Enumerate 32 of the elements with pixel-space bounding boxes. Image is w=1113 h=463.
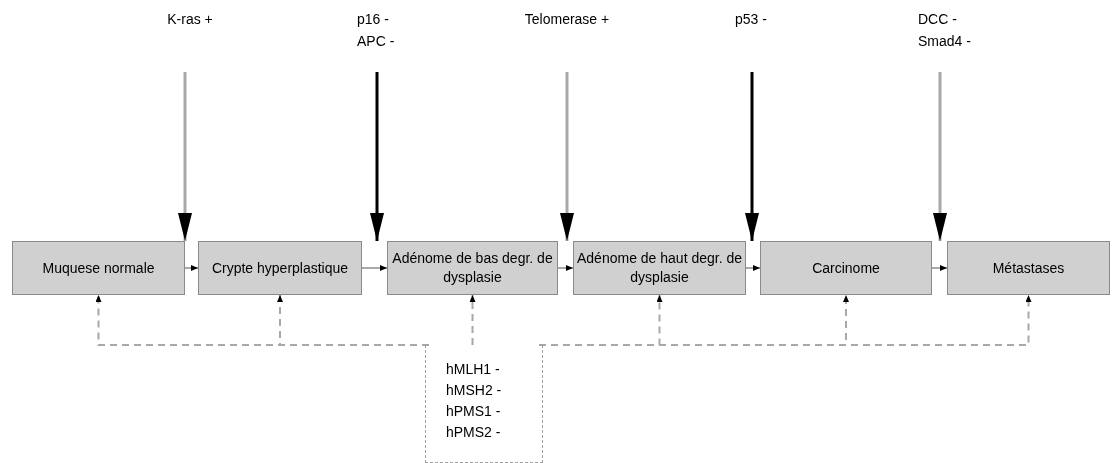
arrow [178,72,192,241]
stage-box [947,241,1110,295]
stage-text: Métastases [992,258,1065,278]
dashed-arrow [538,294,1032,346]
stage-text: Crypte hyperplastique [211,258,349,278]
arrow [184,265,199,271]
stage-text: Carcinome [812,258,880,278]
arrow [370,72,384,241]
arrow [560,72,574,241]
stage-box [198,241,362,295]
gene-list: hMLH1 - hMSH2 - hPMS1 - hPMS2 - [446,359,506,443]
dashed-arrow [277,294,430,346]
arrow [931,265,948,271]
arrow [745,265,761,271]
arrow [557,265,574,271]
stage-box [12,241,185,295]
gene-label: Telomerase + [512,8,622,30]
stage-box [760,241,932,295]
stage-text: Muquese normale [42,258,155,278]
gene-label: p16 - APC - [357,8,417,52]
arrow [361,265,388,271]
stage-text: Adénome de haut degr. de dysplasie [576,249,743,287]
gene-list-box [425,345,543,463]
stage-text: Adénome de bas degr. de dysplasie [391,249,554,287]
dashed-arrow [469,294,476,346]
arrow [933,72,947,241]
stage-box [387,241,558,295]
gene-label: K-ras + [155,8,225,30]
arrow [745,72,759,241]
stage-box [573,241,746,295]
gene-label: DCC - Smad4 - [918,8,988,52]
gene-label: p53 - [735,8,785,30]
